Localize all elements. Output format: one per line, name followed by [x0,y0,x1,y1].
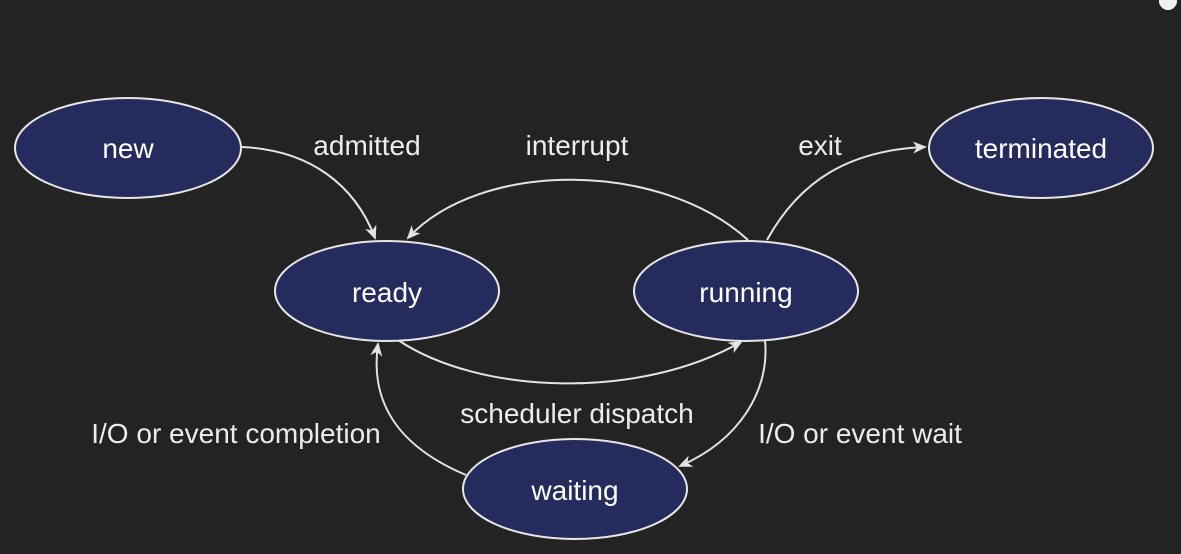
edge-interrupt [406,178,749,241]
edge-io-event-wait [678,339,767,467]
state-running: running [633,240,859,342]
edge-admitted [241,146,377,240]
label-exit: exit [798,130,842,161]
state-terminated-label: terminated [975,133,1107,164]
state-waiting-label: waiting [530,475,618,506]
state-running-label: running [699,277,792,308]
state-terminated: terminated [928,97,1154,199]
edge-exit [766,141,927,241]
state-waiting: waiting [462,438,688,540]
label-io-event-completion: I/O or event completion [91,418,380,449]
label-scheduler-dispatch: scheduler dispatch [460,398,693,429]
state-new: new [14,97,242,199]
state-ready: ready [274,240,500,342]
label-admitted: admitted [313,130,420,161]
state-ready-label: ready [352,277,422,308]
edge-scheduler-dispatch [397,339,743,385]
label-interrupt: interrupt [526,130,629,161]
label-io-event-wait: I/O or event wait [758,418,962,449]
state-new-label: new [102,133,154,164]
corner-indicator [1159,0,1177,10]
edge-io-event-completion [370,342,467,476]
